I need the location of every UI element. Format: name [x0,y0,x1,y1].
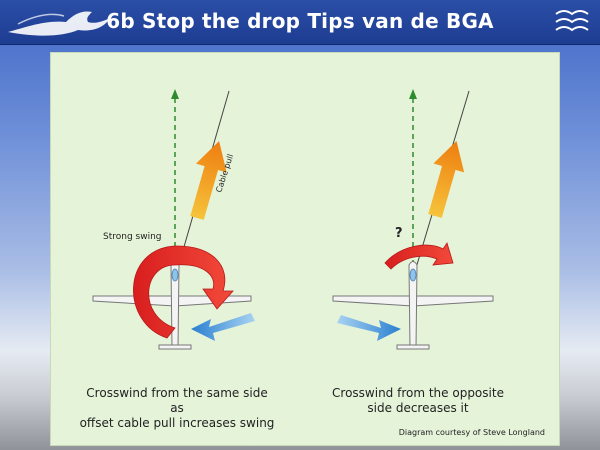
diagram-panel: Cable pull Strong swing [50,52,560,446]
horse-logo-icon [8,11,110,36]
left-glider-icon [92,261,252,350]
slide-header: 6b Stop the drop Tips van de BGA [0,0,600,45]
right-caption: Crosswind from the opposite side decreas… [323,386,513,416]
right-swing-arrow [384,242,454,270]
right-question-mark: ? [395,226,403,241]
left-wind-arrow [191,313,255,341]
crosswind-diagram: Cable pull Strong swing [92,89,494,350]
right-diagram: ? [332,89,494,350]
left-cable-pull-arrow [190,141,227,220]
right-caption-line2: side decreases it [367,401,469,415]
left-swing-arrow [133,245,234,339]
left-caption-line1: Crosswind from the same side as [86,386,268,415]
right-centerline-arrowhead [409,89,417,99]
left-swing-label: Strong swing [103,232,162,242]
left-diagram: Cable pull Strong swing [92,89,255,350]
left-caption-line2: offset cable pull increases swing [79,416,275,430]
slide-title: 6b Stop the drop Tips van de BGA [106,9,494,33]
right-wind-arrow [337,315,401,341]
right-caption-line1: Crosswind from the opposite [332,386,504,400]
left-centerline-arrowhead [171,89,179,99]
birds-logo-icon [555,10,589,32]
left-caption: Crosswind from the same side as offset c… [79,386,275,431]
right-glider-icon [332,261,494,350]
diagram-credit: Diagram courtesy of Steve Longland [398,428,545,437]
right-cable-pull-arrow [428,141,465,218]
